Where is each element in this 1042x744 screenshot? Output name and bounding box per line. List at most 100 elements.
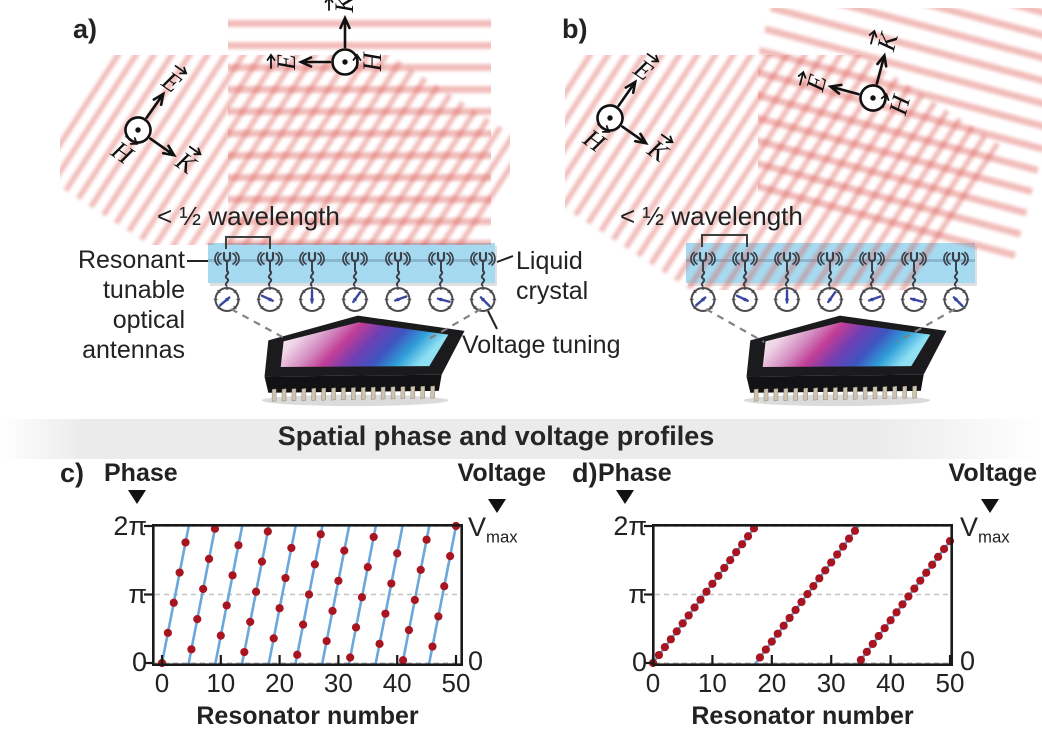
- vmax-sub: max: [978, 527, 1010, 547]
- output-field-triad-a: K E H: [265, 0, 425, 142]
- voltage-axis-pointer-d: [981, 499, 999, 513]
- vmax-sub: max: [486, 527, 518, 547]
- optical-antenna-icon: [859, 248, 885, 272]
- output-field-triad-b: K E H: [793, 18, 953, 178]
- optical-antenna-icon: [901, 248, 927, 272]
- voltage-dial: [688, 270, 718, 318]
- svg-text:H: H: [883, 91, 916, 119]
- ytick-0-d: 0: [631, 647, 647, 677]
- x-tick-label: 30: [816, 668, 846, 698]
- chart-c-voltage-axis-title: Voltage: [457, 459, 546, 487]
- svg-text:K: K: [871, 28, 904, 55]
- x-tick-label: 50: [441, 668, 471, 698]
- liquid-crystal-layer-line: [208, 259, 495, 262]
- voltage-dial: [899, 270, 929, 318]
- panel-d-label: d): [572, 458, 598, 488]
- phase-axis-pointer-d: [616, 490, 634, 504]
- rtick-vmax-d: Vmax: [960, 512, 1010, 547]
- phase-voltage-plot-c: [144, 521, 463, 668]
- voltage-dial: [426, 270, 456, 318]
- voltage-dial: [468, 270, 498, 318]
- rtick-vmax-c: Vmax: [468, 512, 518, 547]
- optical-antenna-icon: [256, 248, 283, 272]
- voltage-dial: [772, 270, 802, 318]
- x-tick-label: 30: [323, 668, 353, 698]
- voltage-axis-pointer-c: [488, 499, 506, 513]
- section-title: Spatial phase and voltage profiles: [277, 421, 715, 451]
- optical-antenna-icon: [385, 248, 411, 272]
- rtick-0-c: 0: [468, 646, 484, 676]
- x-tick-label: 0: [645, 668, 661, 698]
- svg-text:E: E: [800, 71, 832, 95]
- liquid-crystal-leader-line: [496, 255, 514, 263]
- liquid-crystal-caption: Liquid crystal: [516, 246, 588, 306]
- panel-c-label: c): [60, 458, 85, 488]
- x-tick-label: 40: [382, 668, 412, 698]
- section-title-band: [0, 419, 1042, 459]
- ytick-2pi-d: 2π: [613, 511, 647, 541]
- optical-antenna-icon: [214, 248, 240, 272]
- voltage-dial: [730, 270, 760, 318]
- ytick-0-c: 0: [131, 647, 147, 677]
- x-tick-label: 10: [697, 668, 727, 698]
- x-tick-label: 20: [757, 668, 787, 698]
- x-tick-label: 0: [154, 668, 170, 698]
- optical-antenna-icon: [427, 248, 454, 272]
- photonic-chip-b: [743, 315, 947, 407]
- wavelength-note-b: < ½ wavelength: [620, 201, 803, 231]
- chip-pins: [753, 385, 917, 402]
- chart-c-phase-axis-title: Phase: [104, 459, 178, 487]
- svg-text:E: E: [272, 54, 301, 71]
- spacing-bracket-b: [701, 234, 748, 247]
- x-tick-label: 50: [935, 668, 965, 698]
- phase-axis-pointer-c: [128, 490, 146, 504]
- antenna-caption-line3: optical: [112, 306, 185, 334]
- ytick-pi-d: π: [628, 579, 647, 609]
- voltage-tuning-caption: Voltage tuning: [462, 331, 621, 359]
- x-tick-label: 10: [206, 668, 236, 698]
- liquid-crystal-caption-line1: Liquid: [516, 247, 583, 275]
- x-tick-label: 20: [265, 668, 295, 698]
- liquid-crystal-caption-line2: crystal: [516, 277, 589, 305]
- xlabel-c: Resonator number: [196, 702, 419, 730]
- svg-text:H: H: [358, 51, 387, 72]
- antenna-caption-line2: tunable: [102, 276, 185, 304]
- voltage-dial: [941, 270, 971, 318]
- svg-text:K: K: [642, 133, 675, 168]
- optical-antenna-icon: [690, 248, 716, 272]
- voltage-dial: [340, 270, 370, 318]
- chart-d-phase-axis-title: Phase: [598, 459, 672, 487]
- optical-antenna-icon: [816, 248, 843, 272]
- antenna-caption: Resonant tunable optical antennas: [58, 245, 185, 365]
- voltage-dial: [383, 270, 413, 318]
- antenna-caption-line1: Resonant: [77, 246, 185, 274]
- optical-antenna-icon: [342, 248, 368, 272]
- optical-antenna-icon: [299, 248, 326, 272]
- spacing-bracket-a: [225, 236, 271, 249]
- svg-text:K: K: [170, 145, 203, 180]
- panel-b-label: b): [562, 14, 588, 44]
- ytick-pi-c: π: [128, 579, 147, 609]
- wavelength-note-a: < ½ wavelength: [157, 201, 340, 231]
- x-tick-label: 40: [876, 668, 906, 698]
- voltage-dial: [297, 270, 327, 318]
- optical-antenna-icon: [943, 248, 969, 272]
- chart-d-voltage-axis-title: Voltage: [948, 459, 1037, 487]
- svg-text:K: K: [330, 0, 359, 14]
- voltage-dial: [255, 270, 285, 318]
- chip-pins: [271, 385, 435, 402]
- photonic-chip-a: [261, 315, 465, 407]
- voltage-dial: [212, 270, 242, 318]
- antenna-caption-line4: antennas: [82, 336, 185, 364]
- xlabel-d: Resonator number: [691, 702, 914, 730]
- vmax-base: V: [468, 512, 487, 542]
- ytick-2pi-c: 2π: [113, 511, 147, 541]
- vmax-base: V: [960, 512, 979, 542]
- rtick-0-d: 0: [960, 646, 976, 676]
- phase-voltage-plot-d: [644, 523, 955, 668]
- optical-antenna-icon: [470, 248, 496, 272]
- optical-antenna-icon: [732, 248, 758, 272]
